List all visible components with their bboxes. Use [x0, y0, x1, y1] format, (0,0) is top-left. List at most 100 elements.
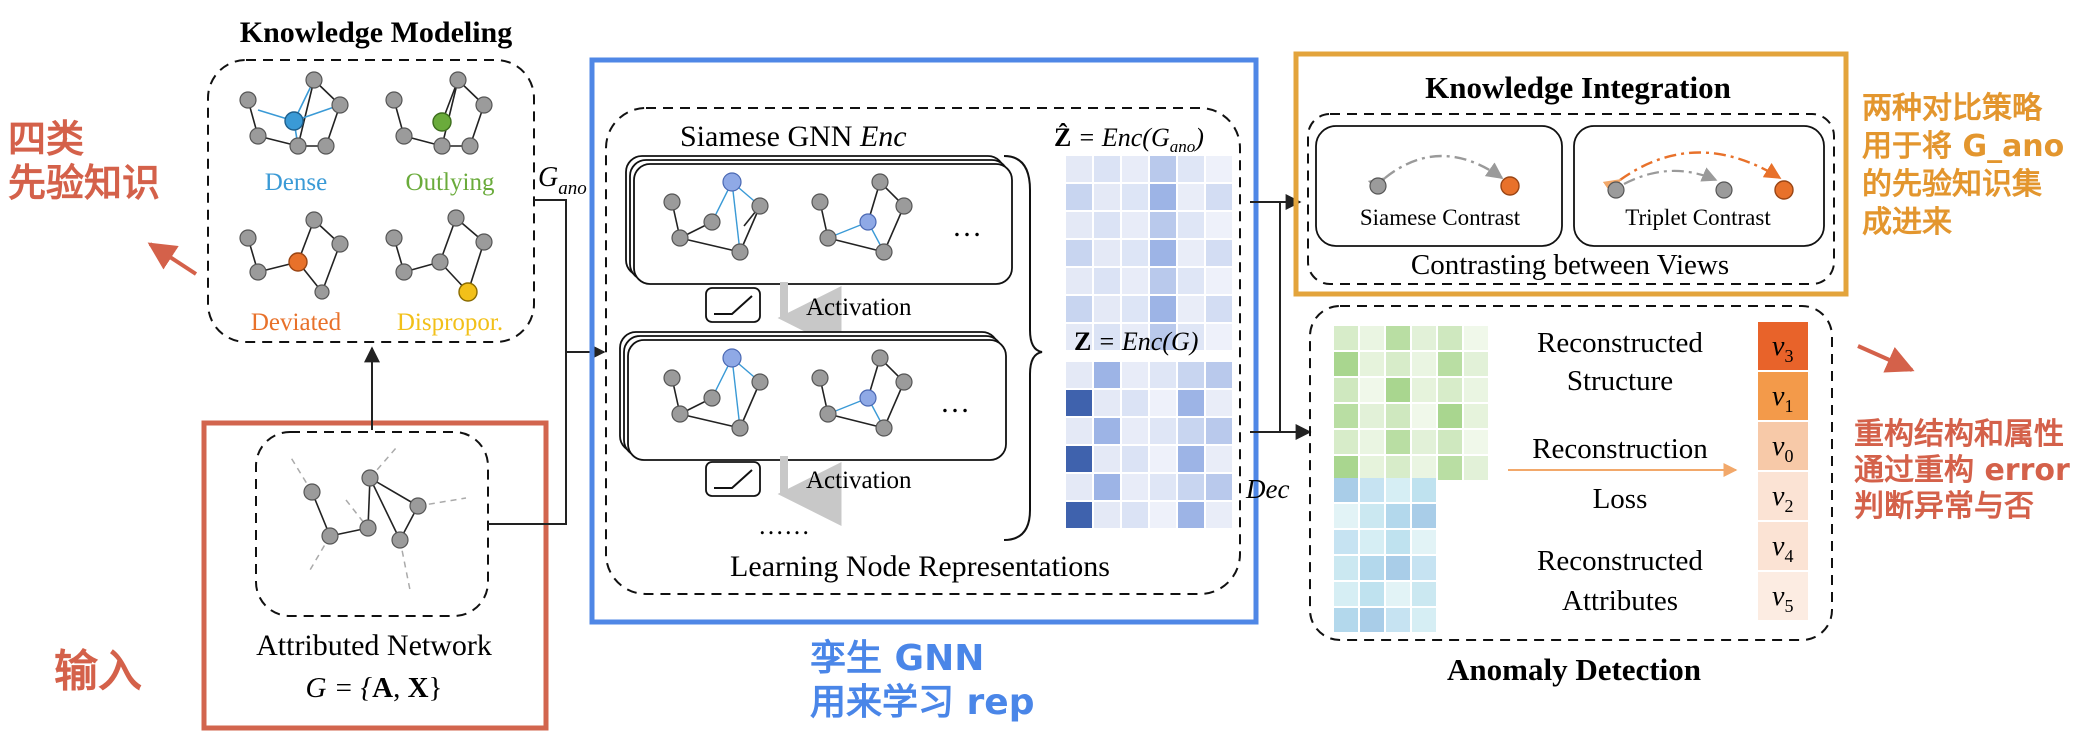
matrix-cell — [1334, 352, 1358, 376]
recon-attributes-line1: Reconstructed — [1537, 545, 1703, 577]
activation-label-2: Activation — [806, 467, 912, 494]
siamese-note-line1: 孪生 GNN — [810, 637, 984, 679]
matrix-cell — [1178, 184, 1204, 210]
matrix-cell — [1066, 184, 1092, 210]
matrix-cell — [1386, 456, 1410, 480]
matrix-cell — [1412, 504, 1436, 528]
activation-icon-2 — [705, 461, 761, 497]
recon-loss-line1: Reconstruction — [1532, 433, 1708, 465]
matrix-cell — [1438, 430, 1462, 454]
matrix-cell — [1386, 378, 1410, 402]
ranking-label: v3 — [1772, 331, 1793, 366]
matrix-cell — [1412, 608, 1436, 632]
integration-title: Knowledge Integration — [1425, 70, 1731, 105]
matrix-cell — [1360, 430, 1384, 454]
matrix-cell — [1386, 404, 1410, 428]
reconstruction-note-line3: 判断异常与否 — [1854, 489, 2034, 524]
triplet-node-anomaly — [1774, 180, 1794, 200]
outlying-label: Outlying — [406, 169, 495, 196]
matrix-cell — [1122, 418, 1148, 444]
matrix-cell — [1206, 446, 1232, 472]
matrix-cell — [1066, 418, 1092, 444]
dispropor-label: Dispropor. — [397, 309, 503, 336]
matrix-cell — [1386, 478, 1410, 502]
prior-knowledge-note-line2: 先验知识 — [8, 161, 160, 205]
contrasting-label: Contrasting between Views — [1411, 249, 1729, 281]
matrix-cell — [1122, 390, 1148, 416]
attributed-network-formula: G = {A, X} — [306, 672, 443, 704]
matrix-cell — [1438, 352, 1462, 376]
matrix-cell — [1334, 582, 1358, 606]
matrix-cell — [1386, 504, 1410, 528]
matrix-cell — [1206, 156, 1232, 182]
matrix-cell — [1094, 502, 1120, 528]
siamese-contrast-arrow — [1367, 154, 1504, 195]
matrix-cell — [1334, 608, 1358, 632]
matrix-cell — [1178, 362, 1204, 388]
triplet-contrast-arrow-outer — [1602, 151, 1782, 196]
matrix-cell — [1178, 324, 1204, 350]
matrix-cell — [1386, 608, 1410, 632]
matrix-cell — [1094, 240, 1120, 266]
matrix-cell — [1122, 446, 1148, 472]
detection-box — [1309, 305, 1833, 641]
matrix-cell — [1122, 362, 1148, 388]
matrix-cell — [1334, 378, 1358, 402]
matrix-cell — [1122, 268, 1148, 294]
attributed-network-graph — [289, 447, 467, 591]
matrix-cell — [1386, 556, 1410, 580]
matrix-cell — [1334, 478, 1358, 502]
g-ano-arrow — [534, 199, 606, 360]
matrix-cell — [1150, 418, 1176, 444]
siamese-contrast-label: Siamese Contrast — [1360, 205, 1521, 230]
matrix-cell — [1178, 296, 1204, 322]
strategies-note-line2: 用于将 G_ano — [1862, 129, 2064, 164]
gnn-layer-1: … — [625, 155, 1013, 285]
attributed-network-label: Attributed Network — [256, 629, 492, 662]
matrix-cell — [1412, 430, 1436, 454]
z-label: Z = Enc(G) — [1074, 327, 1198, 356]
encoder-frame — [589, 57, 1259, 625]
matrix-cell — [1150, 362, 1176, 388]
triplet-node-2 — [1715, 181, 1733, 199]
matrix-cell — [1178, 418, 1204, 444]
matrix-cell — [1386, 326, 1410, 350]
matrix-cell — [1094, 296, 1120, 322]
input-frame — [201, 420, 549, 731]
ranking-cell — [1758, 472, 1808, 520]
matrix-cell — [1360, 582, 1384, 606]
integration-frame — [1293, 51, 1849, 297]
reconstructed-structure-matrix — [1334, 326, 1488, 480]
detection-title: Anomaly Detection — [1447, 652, 1701, 687]
matrix-cell — [1360, 608, 1384, 632]
matrix-cell — [1360, 530, 1384, 554]
matrix-cell — [1206, 390, 1232, 416]
matrix-cell — [1150, 390, 1176, 416]
reconstruction-note-arrow — [1857, 344, 1915, 373]
matrix-cell — [1360, 326, 1384, 350]
matrix-cell — [1386, 352, 1410, 376]
matrix-cell — [1206, 474, 1232, 500]
matrix-cell — [1206, 324, 1232, 350]
matrix-cell — [1412, 582, 1436, 606]
matrix-cell — [1412, 556, 1436, 580]
matrix-cell — [1122, 240, 1148, 266]
matrix-cell — [1178, 268, 1204, 294]
matrix-cell — [1094, 474, 1120, 500]
g-ano-label: Gano — [538, 162, 587, 199]
matrix-cell — [1094, 362, 1120, 388]
matrix-cell — [1464, 326, 1488, 350]
prior-knowledge-arrow — [147, 242, 198, 276]
triplet-contrast-arrow-inner — [1623, 167, 1718, 185]
ranking-label: v0 — [1772, 431, 1793, 466]
matrix-cell — [1066, 156, 1092, 182]
recon-attributes-line2: Attributes — [1562, 585, 1678, 617]
matrix-cell — [1122, 212, 1148, 238]
matrix-cell — [1178, 446, 1204, 472]
matrix-cell — [1094, 156, 1120, 182]
matrix-cell — [1178, 240, 1204, 266]
integration-inner-box — [1307, 113, 1835, 285]
matrix-cell — [1178, 212, 1204, 238]
prior-knowledge-note-line1: 四类 — [8, 117, 84, 161]
